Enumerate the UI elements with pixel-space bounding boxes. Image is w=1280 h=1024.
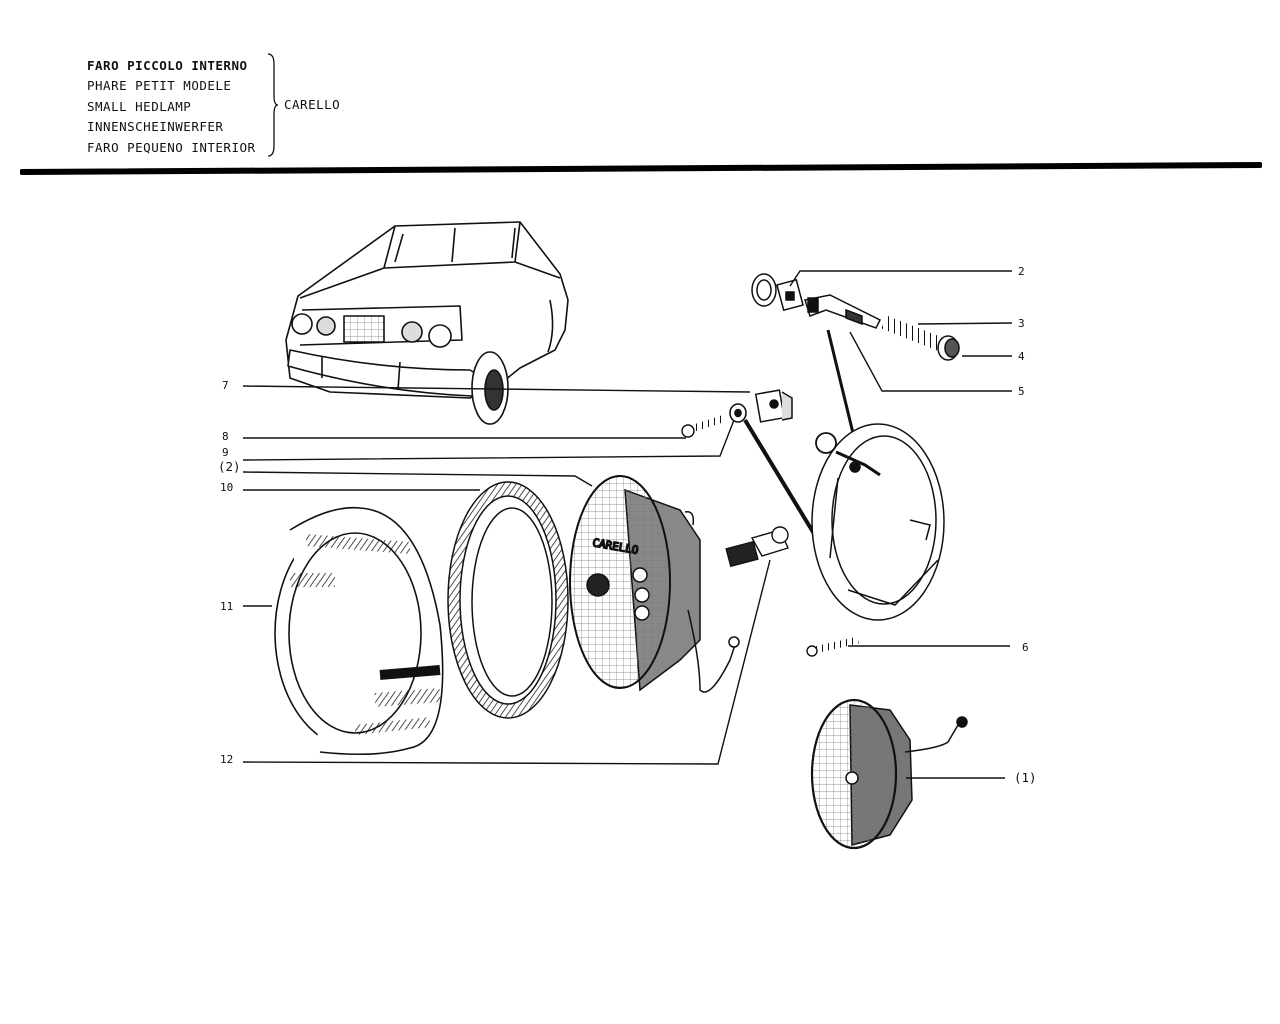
callout-10: 10	[220, 481, 233, 494]
part-4-nut	[937, 335, 960, 361]
callout-3: 3	[1018, 317, 1025, 330]
part-3-spring	[881, 315, 943, 351]
callout-lines-right	[789, 270, 1013, 779]
title-spanish: FARO PEQUENO INTERIOR	[87, 139, 256, 155]
callout-9: 9	[222, 446, 229, 459]
callout-labels-left: 7 8 9 (2) 10 11 12	[218, 379, 241, 766]
part-12-bulb-holder	[725, 526, 789, 568]
part-7-clip	[754, 389, 793, 423]
title-italian: FARO PICCOLO INTERNO	[87, 58, 248, 73]
part-1-assembled-headlamp	[810, 698, 968, 850]
car-illustration	[285, 221, 569, 425]
part-10-gasket-ring	[447, 481, 569, 719]
title-french: PHARE PETIT MODELE	[87, 78, 232, 94]
callout-lines-left	[242, 385, 771, 765]
callout-1-paren: (1)	[1014, 770, 1037, 785]
callout-12: 12	[220, 753, 233, 766]
part-5-adjusting-plate	[804, 294, 882, 329]
title-german: INNENSCHEINWERFER	[87, 119, 224, 135]
callout-2: 2	[1018, 265, 1025, 278]
callout-7: 7	[222, 379, 229, 392]
callout-labels-right: 2 3 4 5 6 (1)	[1014, 265, 1037, 785]
title-block: FARO PICCOLO INTERNO PHARE PETIT MODELE …	[87, 56, 256, 158]
callout-11: 11	[220, 600, 233, 613]
part-8-screw	[681, 414, 727, 438]
callout-6: 6	[1022, 641, 1029, 654]
part-9-washer	[729, 403, 747, 423]
callout-2-paren: (2)	[218, 459, 241, 474]
header-rule	[20, 162, 1262, 175]
title-english: SMALL HEDLAMP	[87, 98, 192, 114]
mounting-ring	[811, 423, 945, 621]
manufacturer-label: CARELLO	[284, 97, 341, 112]
callout-5: 5	[1018, 385, 1025, 398]
callout-8: 8	[222, 430, 229, 443]
part-6-screw	[806, 636, 859, 657]
part-2-spring-clip	[751, 273, 804, 312]
part-11-rim-ring	[274, 506, 444, 756]
title-brace	[267, 53, 278, 157]
callout-4: 4	[1018, 350, 1025, 363]
part-2-headlamp-unit: CARELLO	[569, 475, 740, 693]
